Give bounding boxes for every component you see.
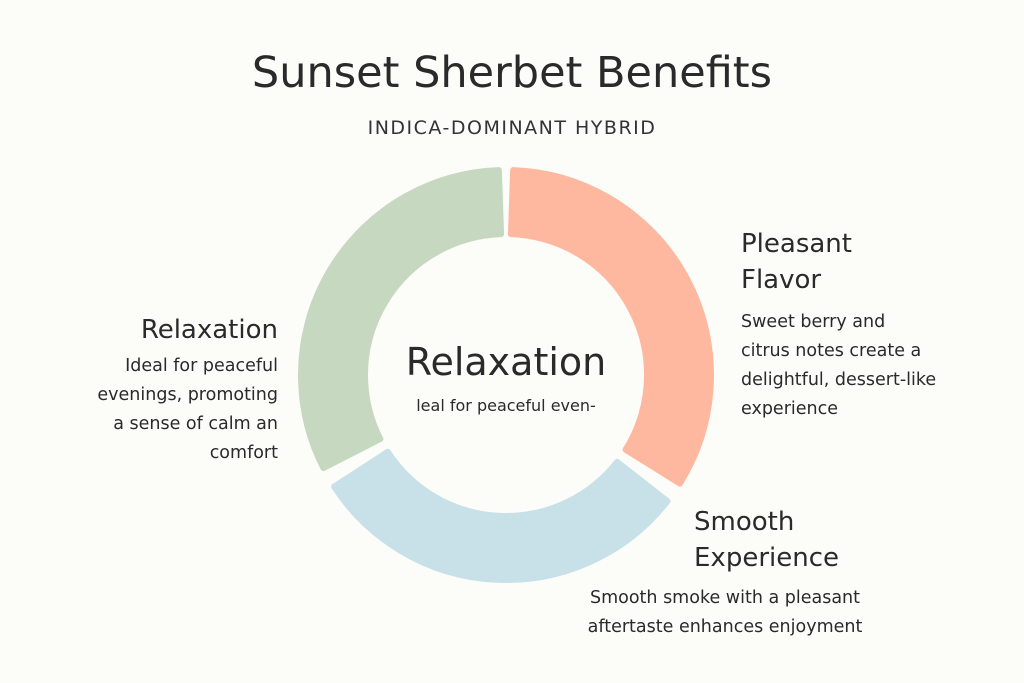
page-title: Sunset Sherbet Benefits bbox=[251, 48, 773, 98]
benefit-smooth-experience-description: Smooth smoke with a pleasant aftertaste … bbox=[540, 584, 910, 642]
benefit-smooth-experience-title: Smooth Experience bbox=[694, 504, 944, 576]
benefit-title: Relaxation bbox=[140, 315, 278, 345]
ring-segment-smooth-experience bbox=[331, 448, 671, 583]
desc-line: aftertaste enhances enjoyment bbox=[587, 617, 863, 637]
desc-line: experience bbox=[741, 399, 838, 419]
title-line: Flavor bbox=[741, 265, 822, 295]
center-title: Relaxation bbox=[405, 340, 607, 384]
desc-line: a sense of calm an bbox=[113, 414, 278, 434]
title-line: Pleasant bbox=[741, 229, 852, 259]
benefit-description: Sweet berry and citrus notes create a de… bbox=[741, 308, 991, 424]
desc-line: Ideal for peaceful bbox=[125, 356, 278, 376]
desc-line: delightful, dessert-like bbox=[741, 370, 937, 390]
desc-line: evenings, promoting bbox=[97, 385, 278, 405]
benefit-relaxation: Relaxation Ideal for peaceful evenings, … bbox=[40, 312, 278, 468]
benefit-description: Ideal for peaceful evenings, promoting a… bbox=[40, 352, 278, 468]
ring-segment-pleasant-flavor bbox=[507, 167, 714, 487]
title-line: Smooth bbox=[694, 507, 795, 537]
desc-line: comfort bbox=[209, 443, 278, 463]
center-description: leal for peaceful even- bbox=[416, 396, 596, 415]
desc-line: Smooth smoke with a pleasant bbox=[589, 588, 861, 608]
page-subtitle: INDICA-DOMINANT HYBRID bbox=[367, 117, 657, 139]
ring-segment-relaxation bbox=[298, 167, 505, 472]
benefit-pleasant-flavor: Pleasant Flavor Sweet berry and citrus n… bbox=[741, 226, 991, 424]
desc-line: Sweet berry and bbox=[741, 312, 886, 332]
desc-line: citrus notes create a bbox=[741, 341, 922, 361]
benefit-title: Pleasant Flavor bbox=[741, 226, 991, 298]
title-line: Experience bbox=[694, 543, 839, 573]
